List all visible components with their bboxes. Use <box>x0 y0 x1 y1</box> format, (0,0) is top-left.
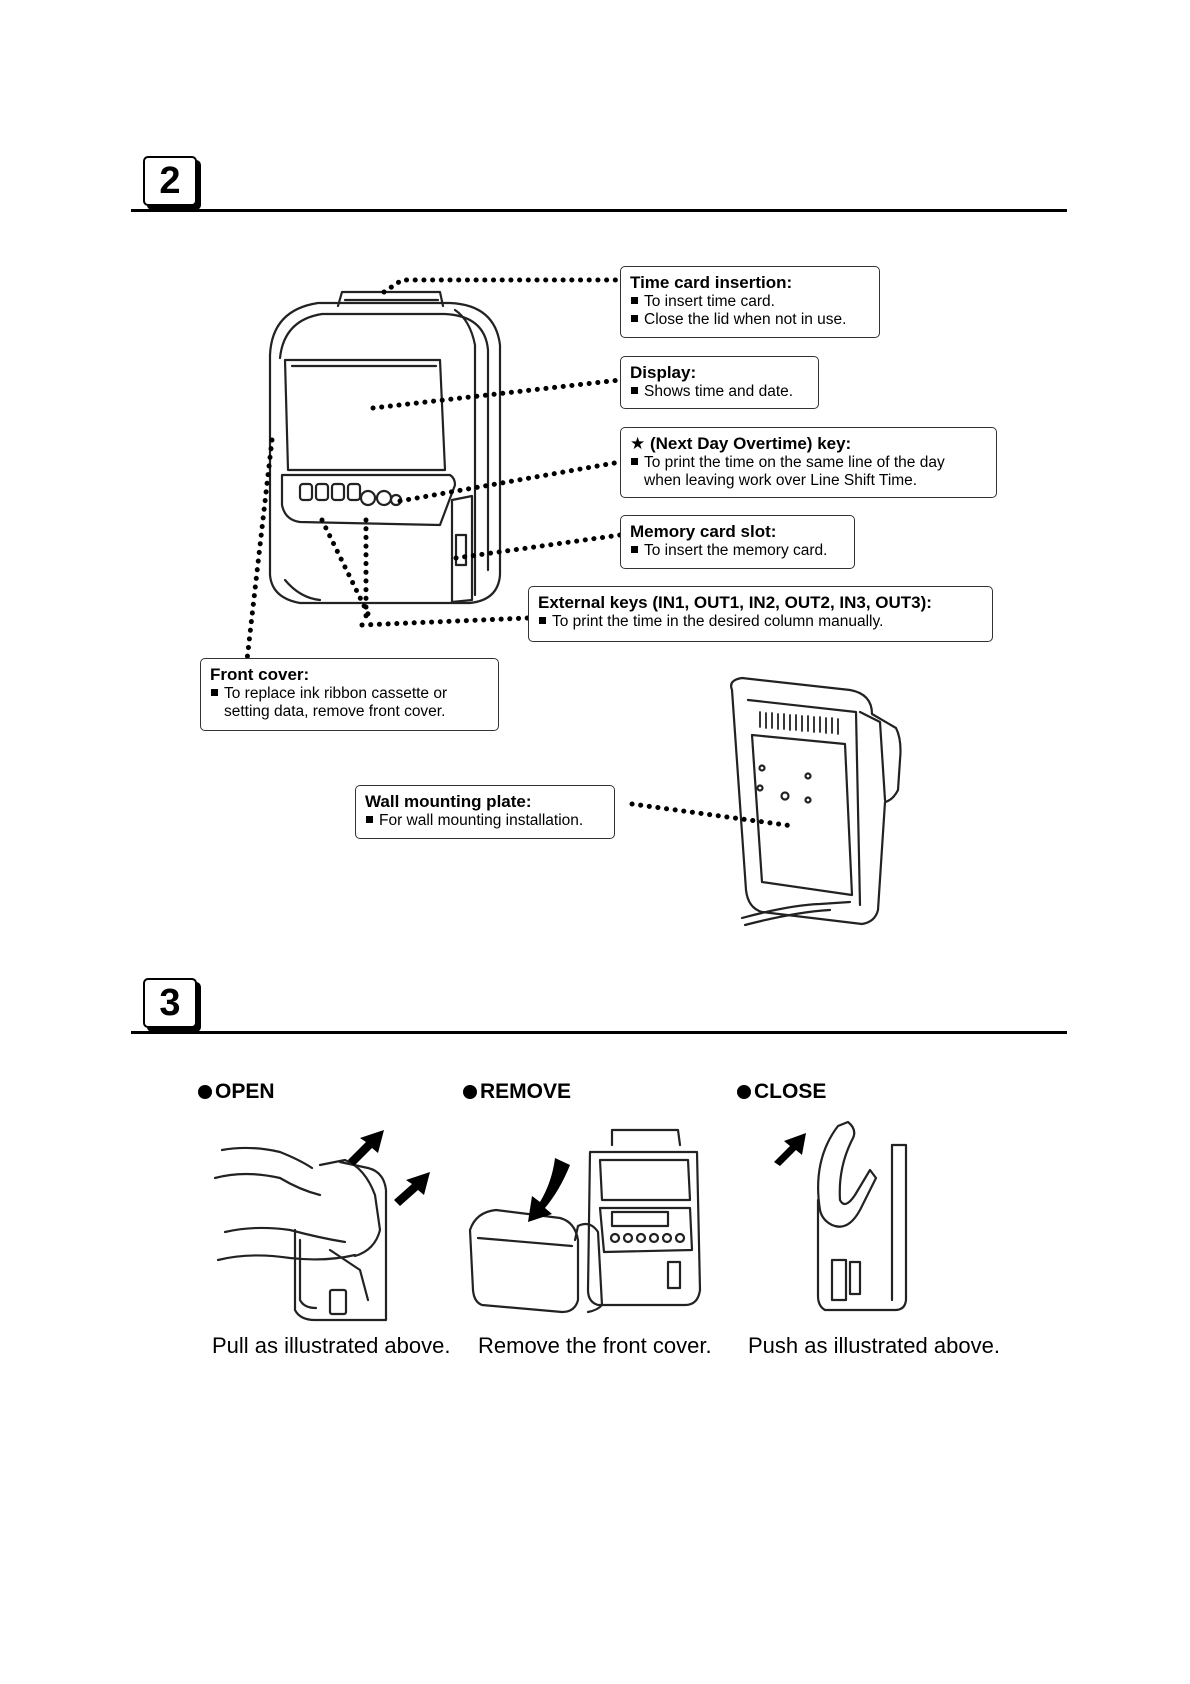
close-arrow-icon <box>774 1133 806 1166</box>
section-number-2: 2 <box>143 156 197 206</box>
open-step-illustration <box>213 1146 388 1322</box>
remove-step-illustration <box>468 1128 702 1314</box>
step-title-remove: REMOVE <box>463 1080 571 1104</box>
section-number-3: 3 <box>143 978 197 1028</box>
remove-arrow-icon <box>528 1158 570 1222</box>
open-arrow-icons <box>348 1130 430 1206</box>
bullet-icon <box>737 1085 751 1099</box>
step-caption-remove: Remove the front cover. <box>478 1333 712 1358</box>
step-title-close: CLOSE <box>737 1080 826 1104</box>
bullet-icon <box>198 1085 212 1099</box>
section-divider <box>131 209 1067 212</box>
callout-next-day-overtime-key: ★ (Next Day Overtime) key: To print the … <box>620 427 997 498</box>
close-step-illustration <box>816 1120 908 1312</box>
section-divider <box>131 1031 1067 1034</box>
callout-front-cover: Front cover: To replace ink ribbon casse… <box>200 658 499 731</box>
leader-lines <box>244 277 796 829</box>
callout-external-keys: External keys (IN1, OUT1, IN2, OUT2, IN3… <box>528 586 993 642</box>
step-caption-open: Pull as illustrated above. <box>212 1333 451 1358</box>
callout-memory-card-slot: Memory card slot: To insert the memory c… <box>620 515 855 569</box>
bullet-icon <box>463 1085 477 1099</box>
callout-display: Display: Shows time and date. <box>620 356 819 409</box>
step-title-open: OPEN <box>198 1080 275 1104</box>
wall-mounting-plate-illustration <box>730 676 902 927</box>
callout-wall-mounting-plate: Wall mounting plate: For wall mounting i… <box>355 785 615 839</box>
step-caption-close: Push as illustrated above. <box>748 1333 1000 1358</box>
callout-time-card-insertion: Time card insertion: To insert time card… <box>620 266 880 338</box>
